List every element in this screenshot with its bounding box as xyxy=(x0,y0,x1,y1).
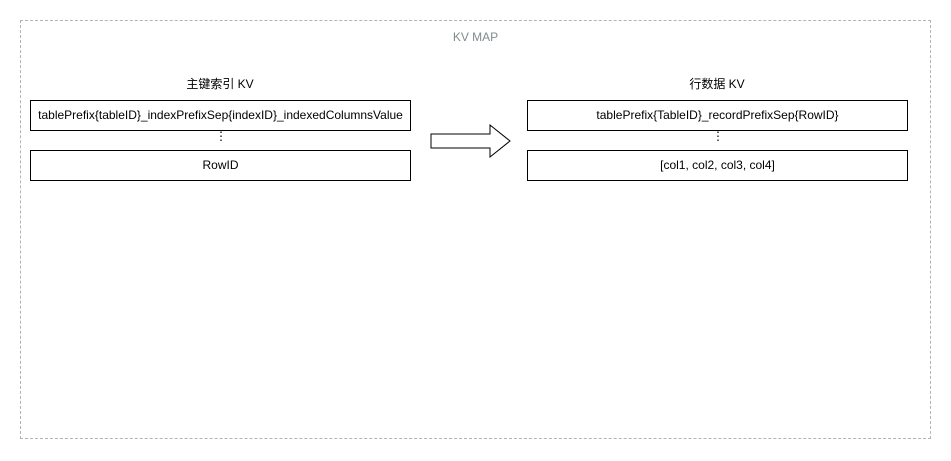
kv-map-title: KV MAP xyxy=(452,30,499,44)
primary-index-value-box: RowID xyxy=(30,150,411,181)
row-data-title: 行数据 KV xyxy=(689,77,745,91)
row-data-key-box: tablePrefix{TableID}_recordPrefixSep{Row… xyxy=(527,100,908,131)
right-arrow-icon xyxy=(430,124,511,158)
primary-index-title: 主键索引 KV xyxy=(186,77,254,91)
row-data-ellipsis: ⋮ xyxy=(712,129,724,143)
row-data-value-box: [col1, col2, col3, col4] xyxy=(527,150,908,181)
primary-index-ellipsis: ⋮ xyxy=(215,129,227,143)
primary-index-key-box: tablePrefix{tableID}_indexPrefixSep{inde… xyxy=(30,100,411,131)
kv-map-frame xyxy=(20,20,931,439)
